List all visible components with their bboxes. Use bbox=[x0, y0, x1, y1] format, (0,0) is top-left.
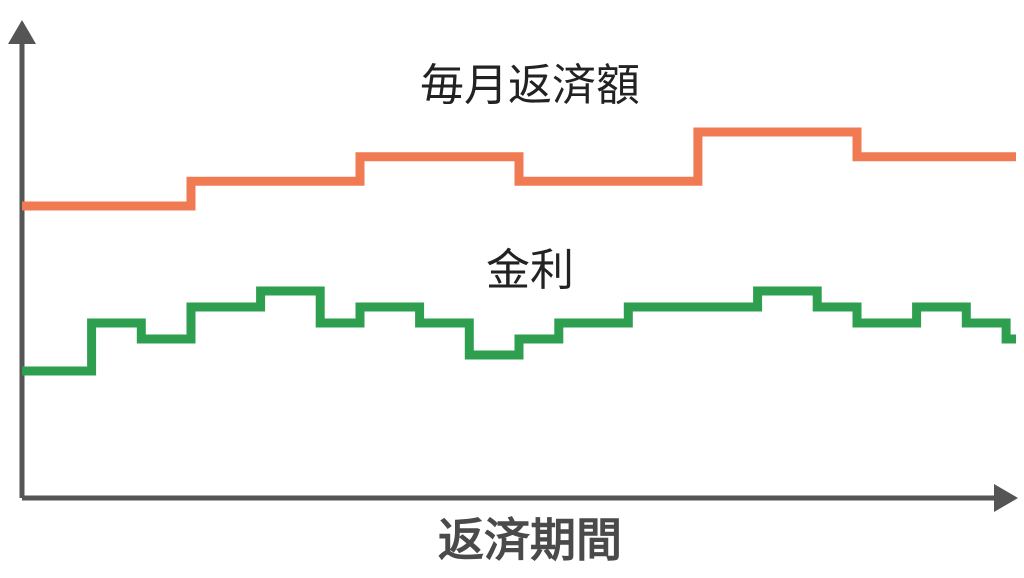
monthly-payment-line bbox=[22, 127, 1016, 211]
monthly-payment-label: 毎月返済額 bbox=[420, 60, 640, 111]
interest-rate-line bbox=[22, 286, 1016, 376]
x-axis-arrow-icon bbox=[994, 484, 1018, 512]
interest-rate-label: 金利 bbox=[486, 245, 574, 296]
y-axis-arrow-icon bbox=[8, 20, 36, 44]
x-axis-label: 返済期間 bbox=[438, 513, 622, 567]
